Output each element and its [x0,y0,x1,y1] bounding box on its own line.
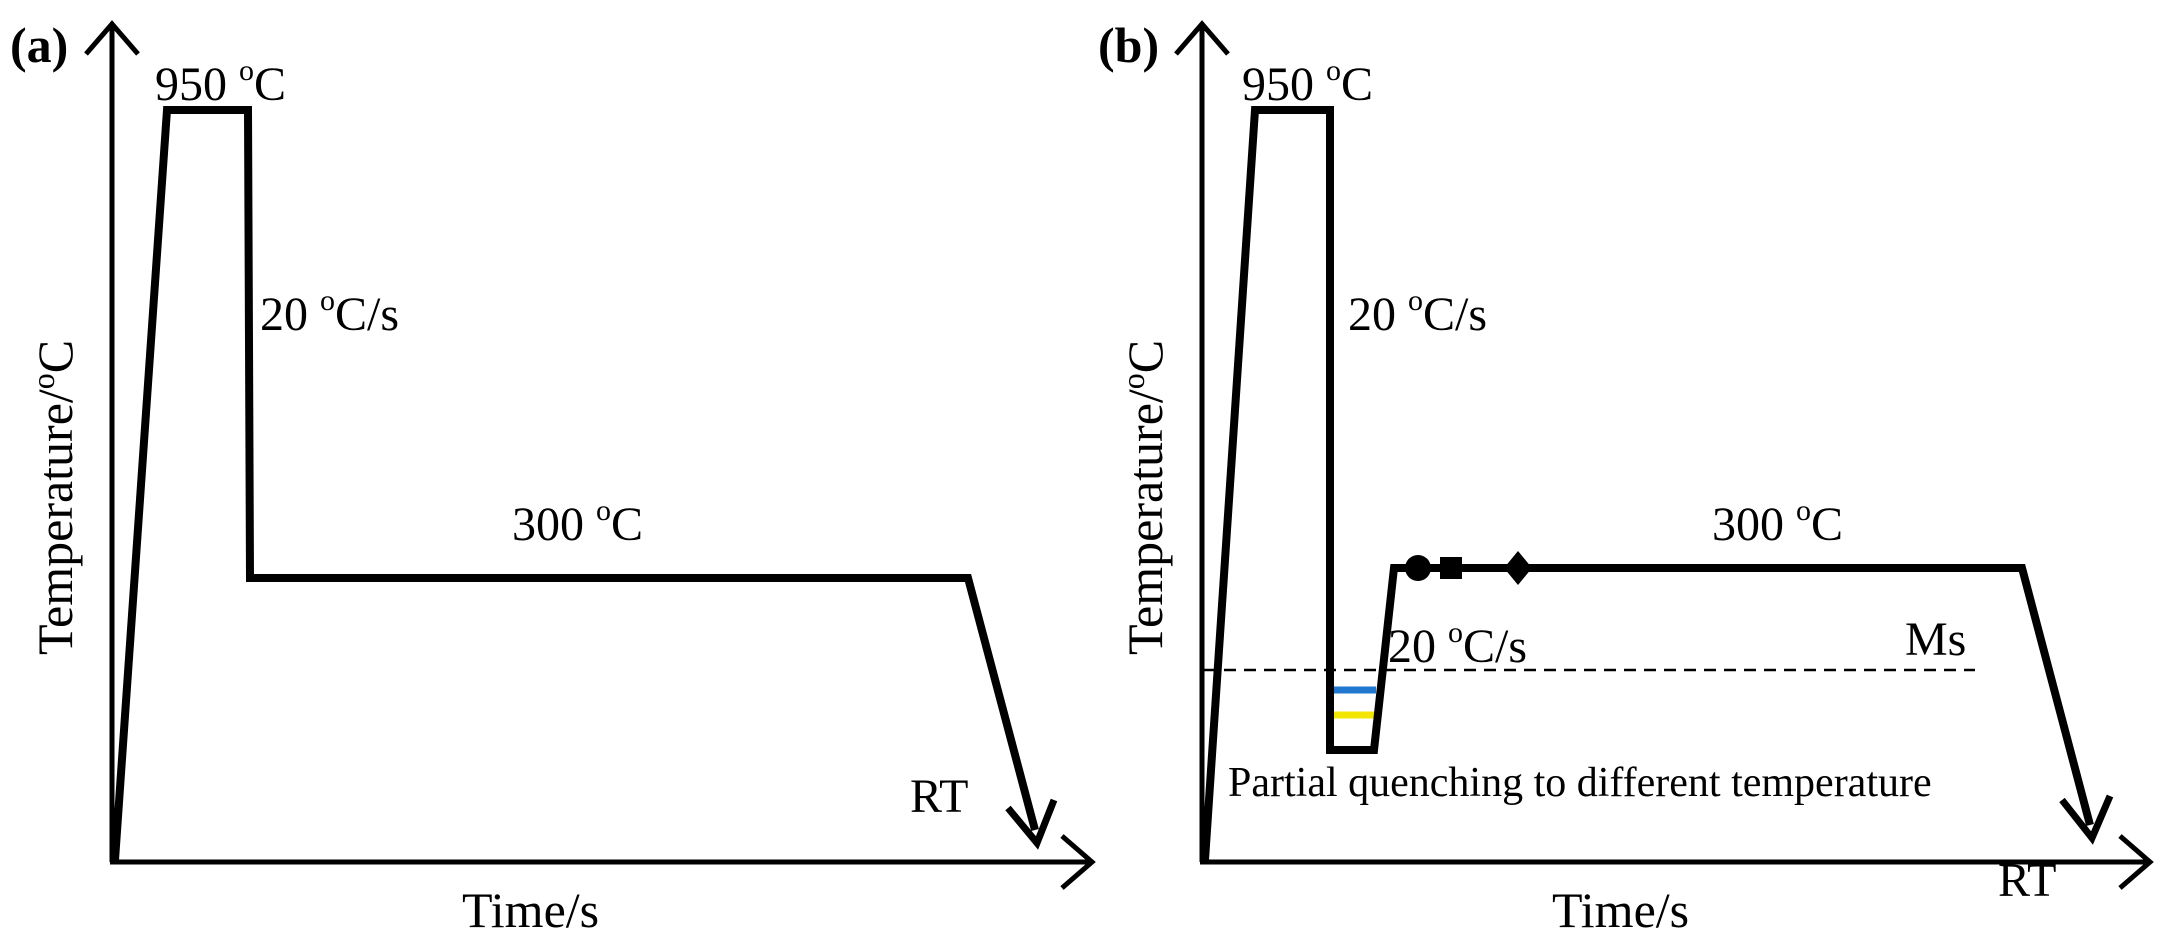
circle-marker [1405,555,1431,581]
panel-b-process-curve [1201,106,2094,861]
panel-a-process-curve [111,106,1039,861]
panel-b: (b) 950 oC 20 oC/s 20 oC/s 300 oC Ms Par… [1098,17,2154,938]
panel-b-note: Partial quenching to different temperatu… [1228,760,1932,806]
panel-a-hold-temperature: 300 oC [512,494,643,551]
panel-a-label: (a) [10,17,68,73]
panel-a-end-label: RT [910,770,968,823]
panel-a-end-arrowhead [1005,798,1058,850]
panel-b-reheating-rate: 20 oC/s [1388,616,1527,673]
panel-b-x-axis-arrow [2118,834,2154,890]
panel-a-y-axis-arrow [84,20,140,56]
panel-a-x-axis-arrow [1060,834,1096,890]
panel-a-y-axis-title: Temperature/oC [25,340,83,655]
panel-b-axes [1174,20,2154,890]
panel-a-x-axis-title: Time/s [462,882,599,938]
panel-b-end-label: RT [1998,854,2056,907]
panel-b-peak-temperature: 950 oC [1242,54,1373,111]
panel-a: (a) 950 oC 20 oC/s 300 oC RT Time/s Temp… [10,17,1096,938]
panel-b-x-axis-title: Time/s [1552,882,1689,938]
panel-b-end-arrowhead [2059,794,2114,845]
panel-a-cooling-rate: 20 oC/s [260,284,399,341]
panel-b-label: (b) [1098,17,1159,73]
panel-b-cooling-rate: 20 oC/s [1348,284,1487,341]
panel-b-ms-label: Ms [1905,613,1966,666]
panel-a-peak-temperature: 950 oC [155,54,286,111]
diamond-marker [1504,551,1532,585]
panel-b-y-axis-title: Temperature/oC [1115,340,1173,655]
panel-a-axes [84,20,1096,890]
panel-b-hold-temperature: 300 oC [1712,494,1843,551]
panel-b-y-axis-arrow [1174,20,1230,56]
square-marker [1440,557,1462,579]
